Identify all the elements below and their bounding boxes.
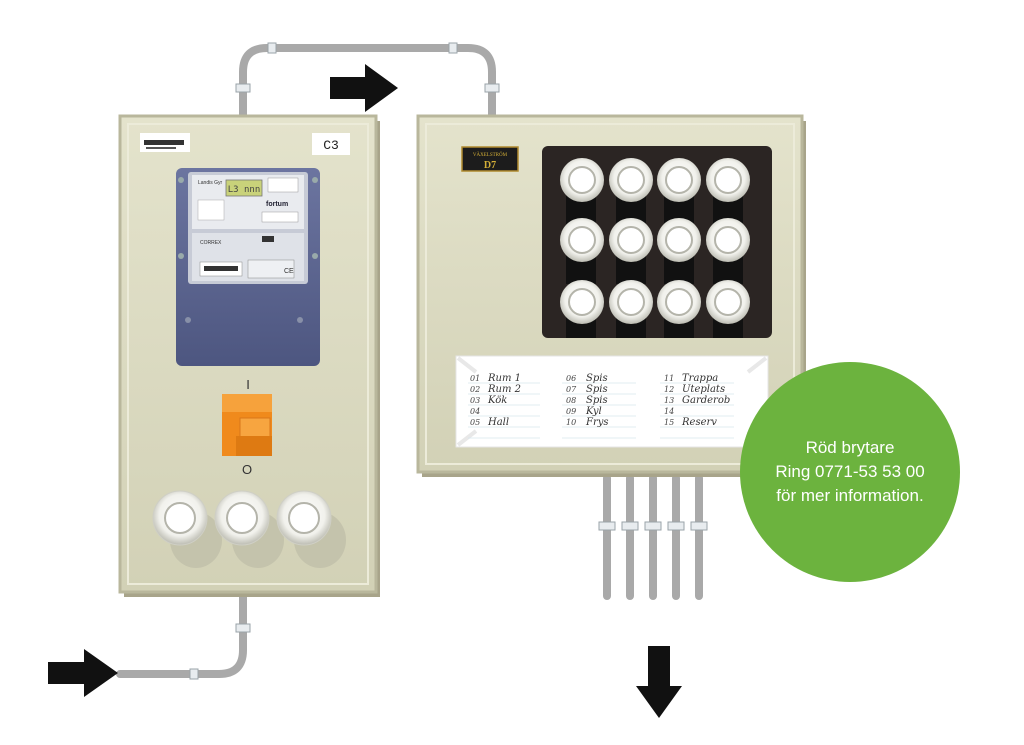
fuse-grid [542,146,772,338]
circuit-number: 15 [664,418,674,427]
cables [116,44,703,678]
circuit-number: 06 [566,374,576,383]
circuit-number: 08 [566,396,576,405]
plate-code: D7 [484,160,496,171]
panel-tag: C3 [323,138,339,153]
info-line-2: Ring 0771-53 53 00 [775,462,925,481]
circuit-name: Kök [487,395,507,406]
barcode-label [140,133,190,152]
circuit-number: 12 [664,385,674,394]
circuit-number: 05 [470,418,480,427]
cable-top [239,44,496,122]
cable-glands [152,490,346,568]
circuit-name: Uteplats [682,384,725,395]
cable-bottom [116,590,247,678]
info-line-1: Röd brytare [805,438,895,457]
circuit-number: 11 [664,374,674,383]
switch-on-mark: I [246,377,250,392]
plate-top: VÄXELSTRÖM [473,152,508,158]
circuit-name: Spis [586,395,608,406]
meter-panel: C3 Landis Gyr L3 nnn fortum CORREX CE [118,114,380,597]
circuit-name: Trappa [682,373,718,384]
fuse-row-3 [560,280,750,338]
arrow-down [636,646,682,718]
circuit-name: Hall [487,417,509,428]
electricity-meter: Landis Gyr L3 nnn fortum CORREX CE [176,168,320,366]
circuit-name: Spis [586,384,608,395]
circuit-number: 01 [470,374,480,383]
fuse-row-1 [560,158,750,224]
arrow-right-bottom [48,649,118,697]
meter-utility: fortum [266,201,288,208]
circuit-name: Rum 1 [487,373,521,384]
main-switch[interactable] [222,394,272,456]
fuse-panel-plate: VÄXELSTRÖM D7 [461,146,519,172]
switch-off-mark: O [242,462,252,477]
circuit-number: 03 [470,396,480,405]
circuit-number: 02 [470,385,480,394]
circuit-number: 13 [664,396,674,405]
circuit-number: 04 [470,407,480,416]
circuit-name: Frys [585,417,609,428]
circuit-number: 07 [566,385,577,394]
circuit-name: Reserv [681,417,717,428]
info-line-3: för mer information. [776,486,924,505]
meter-display [225,179,263,197]
meter-display-text: L3 nnn [228,185,261,195]
circuit-card: 01 Rum 1 02 Rum 2 03 Kök 04 05 Hall 06 S… [455,355,769,448]
circuit-number: 09 [566,407,576,416]
arrow-right-top [330,64,398,112]
circuit-name: Spis [586,373,608,384]
circuit-number: 14 [664,407,674,416]
fuse-panel: VÄXELSTRÖM D7 [416,114,806,477]
info-circle: Röd brytare Ring 0771-53 53 00 för mer i… [740,362,960,582]
circuit-name: Rum 2 [487,384,521,395]
meter-ce-mark: CE [284,268,294,275]
cable-clips [189,42,708,680]
circuit-number: 10 [566,418,576,427]
meter-brand: Landis Gyr [198,180,223,186]
circuit-name: Garderob [682,395,730,406]
fuse-row-2 [560,218,750,284]
circuit-name: Kyl [585,406,602,417]
meter-module-brand: CORREX [200,240,222,246]
